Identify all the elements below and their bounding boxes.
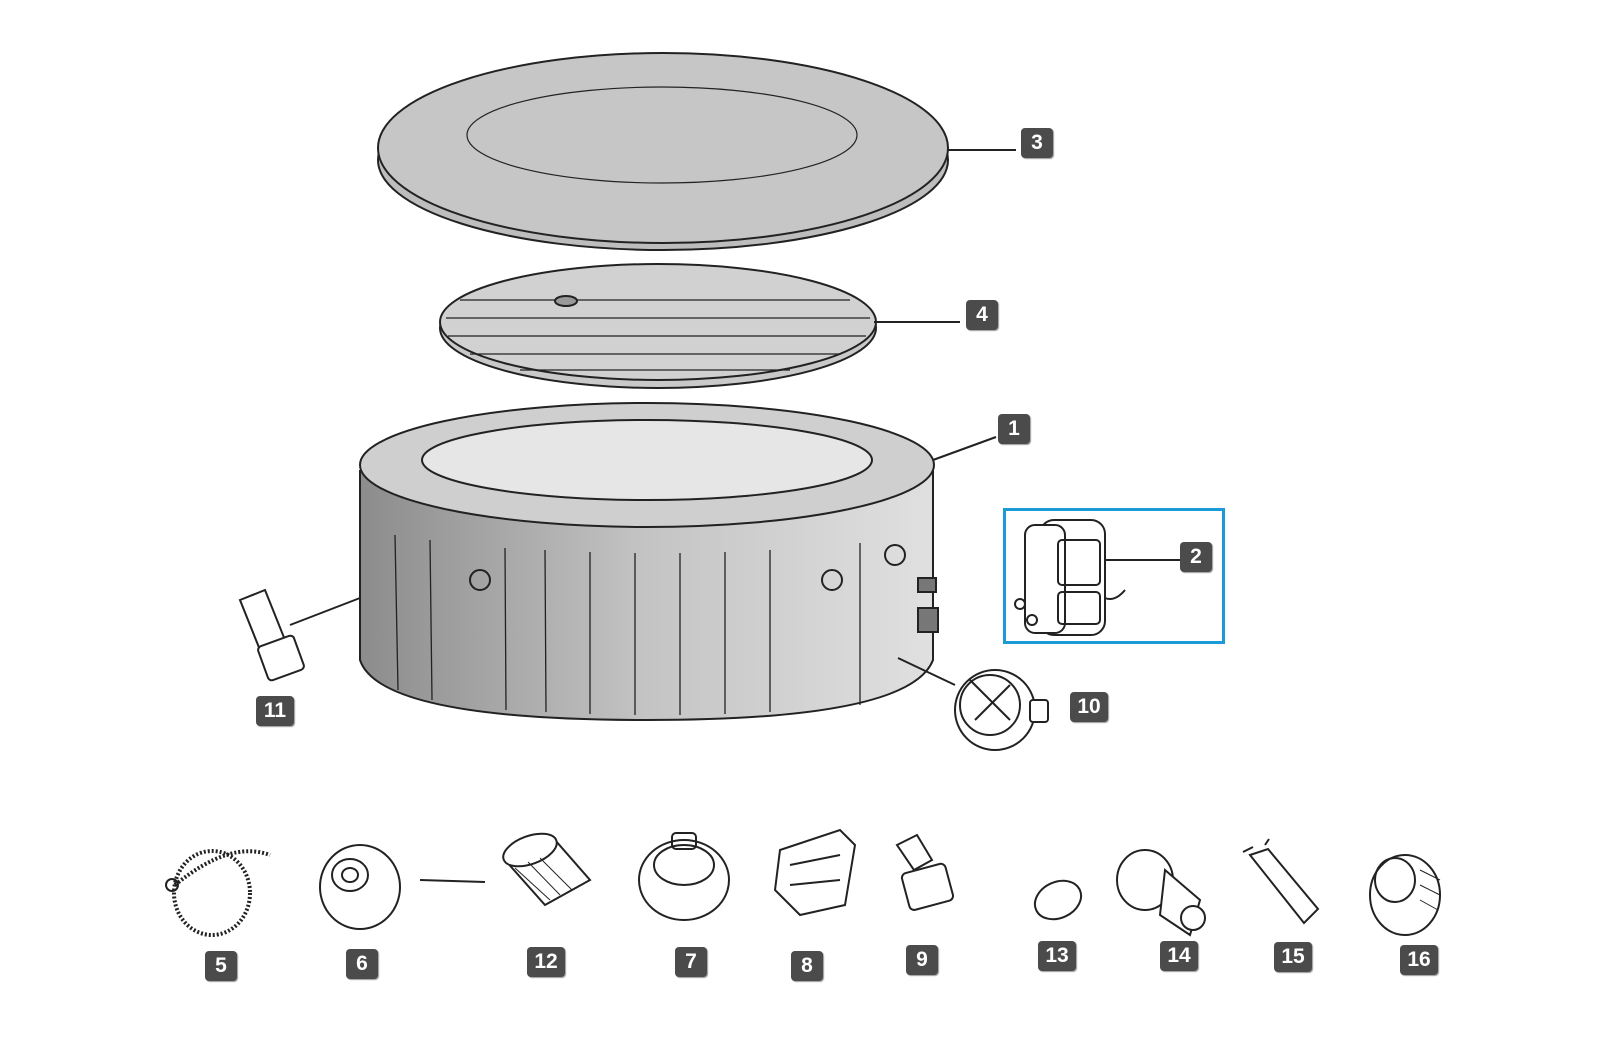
part-label-15[interactable]: 15 xyxy=(1274,942,1312,972)
strainer-connector-icon[interactable] xyxy=(638,832,730,921)
valve-connector-icon[interactable] xyxy=(1116,849,1206,937)
part-label-5[interactable]: 5 xyxy=(205,951,237,981)
valve-tool-icon[interactable] xyxy=(1242,838,1320,925)
buckle-icon[interactable] xyxy=(238,588,305,682)
inflation-hose-icon[interactable] xyxy=(165,849,271,937)
drain-adapter-icon[interactable] xyxy=(895,833,955,911)
part-label-4[interactable]: 4 xyxy=(966,300,998,330)
part-label-2[interactable]: 2 xyxy=(1180,542,1212,572)
filter-cap-icon[interactable] xyxy=(954,669,1049,751)
part-label-7[interactable]: 7 xyxy=(675,947,707,977)
part-label-11[interactable]: 11 xyxy=(256,696,294,726)
filter-cartridge-icon[interactable] xyxy=(499,827,592,907)
pump-unit-icon[interactable] xyxy=(1014,519,1180,636)
filter-housing-icon[interactable] xyxy=(319,844,486,930)
part-label-9[interactable]: 9 xyxy=(906,945,938,975)
part-label-10[interactable]: 10 xyxy=(1070,692,1108,722)
selected-part-highlight xyxy=(1003,508,1225,644)
part-label-3[interactable]: 3 xyxy=(1021,128,1053,158)
strainer-grid-icon[interactable] xyxy=(773,828,857,917)
part-label-8[interactable]: 8 xyxy=(791,951,823,981)
tub-body-icon[interactable] xyxy=(289,402,997,722)
part-label-6[interactable]: 6 xyxy=(346,949,378,979)
part-label-13[interactable]: 13 xyxy=(1038,941,1076,971)
part-label-16[interactable]: 16 xyxy=(1400,945,1438,975)
drain-cap-icon[interactable] xyxy=(1029,874,1088,927)
cover-icon[interactable] xyxy=(377,52,1016,251)
part-label-14[interactable]: 14 xyxy=(1160,941,1198,971)
inflatable-lid-icon[interactable] xyxy=(439,263,960,389)
part-label-1[interactable]: 1 xyxy=(998,414,1030,444)
part-label-12[interactable]: 12 xyxy=(527,947,565,977)
air-valve-icon[interactable] xyxy=(1369,854,1441,936)
